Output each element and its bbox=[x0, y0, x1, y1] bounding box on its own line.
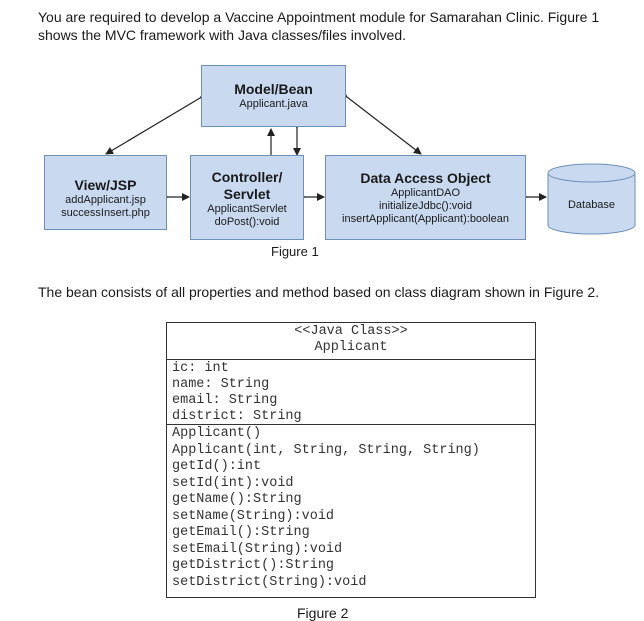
model-bean-box: Model/Bean Applicant.java bbox=[201, 65, 346, 127]
intro-paragraph: You are required to develop a Vaccine Ap… bbox=[38, 9, 600, 43]
controller-title-1: Controller/ bbox=[211, 169, 283, 185]
figure2-caption: Figure 2 bbox=[297, 605, 349, 621]
dao-box: Data Access Object ApplicantDAO initiali… bbox=[325, 155, 526, 240]
view-jsp-box: View/JSP addApplicant.jsp successInsert.… bbox=[44, 155, 167, 230]
method-constructor-default: Applicant() bbox=[172, 426, 262, 441]
controller-method: doPost():void bbox=[214, 216, 280, 228]
model-file: Applicant.java bbox=[239, 98, 308, 110]
method-get-name: getName():String bbox=[172, 492, 302, 507]
class-stereotype: <<Java Class>> bbox=[294, 324, 408, 339]
method-constructor-full: Applicant(int, String, String, String) bbox=[172, 442, 480, 458]
view-file-2: successInsert.php bbox=[61, 207, 150, 219]
database-label: Database bbox=[567, 199, 616, 211]
method-set-name: setName(String):void bbox=[172, 508, 335, 524]
attribute-name: name: String bbox=[172, 377, 270, 392]
view-title: View/JSP bbox=[74, 177, 137, 193]
arrow-model-dao bbox=[339, 89, 422, 155]
database-cylinder bbox=[547, 163, 636, 235]
class-diagram: <<Java Class>> Applicant ic: int name: S… bbox=[166, 322, 536, 598]
attribute-email: email: String bbox=[172, 393, 278, 408]
method-get-district: getDistrict():String bbox=[172, 558, 335, 573]
attribute-ic: ic: int bbox=[172, 361, 229, 376]
method-set-email: setEmail(String):void bbox=[172, 541, 343, 557]
class-header: <<Java Class>> Applicant bbox=[167, 323, 535, 360]
dao-method-1: initializeJdbc():void bbox=[379, 200, 472, 212]
dao-method-2: insertApplicant(Applicant):boolean bbox=[342, 213, 509, 225]
controller-class: ApplicantServlet bbox=[207, 203, 287, 215]
bean-paragraph: The bean consists of all properties and … bbox=[38, 284, 600, 300]
figure1-caption: Figure 1 bbox=[271, 244, 319, 259]
attribute-district: district: String bbox=[172, 409, 302, 424]
method-set-district: setDistrict(String):void bbox=[172, 574, 367, 590]
class-attributes: ic: int name: String email: String distr… bbox=[167, 360, 535, 425]
class-methods: Applicant() Applicant(int, String, Strin… bbox=[167, 425, 535, 591]
view-file-1: addApplicant.jsp bbox=[65, 194, 146, 206]
method-set-id: setId(int):void bbox=[172, 475, 294, 491]
dao-title: Data Access Object bbox=[360, 170, 491, 186]
controller-servlet-box: Controller/ Servlet ApplicantServlet doP… bbox=[190, 155, 304, 240]
model-title: Model/Bean bbox=[234, 81, 313, 97]
class-name: Applicant bbox=[314, 340, 388, 355]
dao-class: ApplicantDAO bbox=[390, 187, 461, 199]
method-get-email: getEmail():String bbox=[172, 525, 310, 540]
arrow-model-view bbox=[105, 90, 209, 155]
method-get-id: getId():int bbox=[172, 459, 262, 474]
controller-title-2: Servlet bbox=[223, 186, 271, 202]
